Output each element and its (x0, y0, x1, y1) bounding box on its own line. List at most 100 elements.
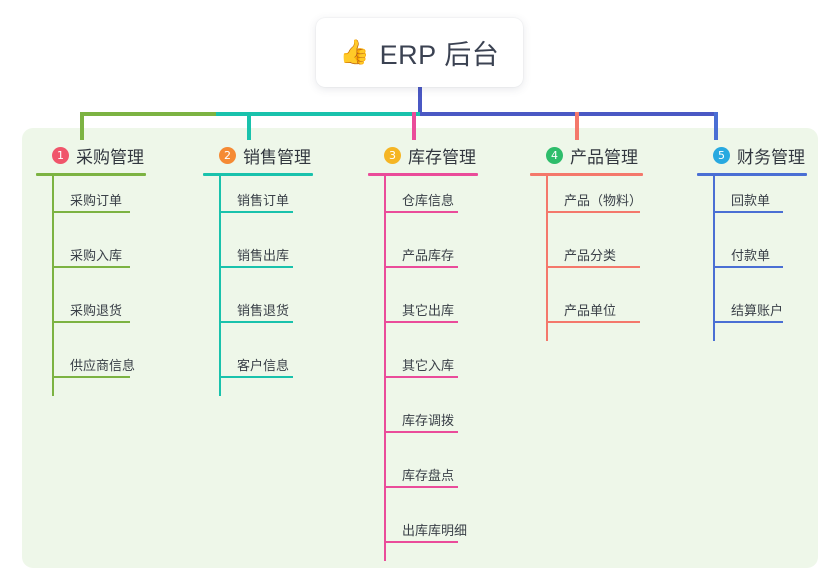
list-item-label: 客户信息 (237, 358, 290, 373)
list-item-underline (384, 541, 458, 543)
column-items: 仓库信息产品库存其它出库其它入库库存调拨库存盘点出库库明细 (368, 176, 528, 561)
list-item[interactable]: 采购退货 (36, 286, 186, 341)
list-item-label: 供应商信息 (70, 358, 136, 373)
list-item-label: 采购退货 (70, 303, 123, 318)
column-title: 库存管理 (408, 147, 476, 167)
root-node-card[interactable]: 👍 ERP 后台 (316, 18, 523, 87)
list-item[interactable]: 采购订单 (36, 176, 186, 231)
list-item-underline (384, 266, 458, 268)
column-rule (530, 173, 643, 176)
list-item[interactable]: 销售订单 (203, 176, 353, 231)
list-item[interactable]: 供应商信息 (36, 341, 186, 396)
column-3: 3 库存管理仓库信息产品库存其它出库其它入库库存调拨库存盘点出库库明细 (368, 142, 528, 561)
column-title: 产品管理 (570, 147, 638, 167)
column-items: 回款单付款单结算账户 (697, 176, 827, 341)
list-item-underline (52, 266, 130, 268)
column-rule (36, 173, 146, 176)
purchase-drop (80, 112, 84, 140)
list-item-label: 付款单 (731, 248, 771, 263)
list-item-label: 结算账户 (731, 303, 784, 318)
sales-drop (247, 112, 251, 140)
list-item[interactable]: 产品（物料） (530, 176, 690, 231)
list-item[interactable]: 销售退货 (203, 286, 353, 341)
column-rule (368, 173, 478, 176)
number-badge-icon: 4 (546, 146, 563, 164)
column-header-4[interactable]: 4 产品管理 (530, 142, 690, 168)
list-item-label: 其它入库 (402, 358, 455, 373)
list-item[interactable]: 客户信息 (203, 341, 353, 396)
list-item-underline (219, 321, 293, 323)
column-title: 销售管理 (243, 147, 311, 167)
list-item[interactable]: 出库库明细 (368, 506, 528, 561)
column-5: 5 财务管理回款单付款单结算账户 (697, 142, 827, 341)
list-item-underline (713, 211, 783, 213)
list-item-underline (52, 211, 130, 213)
list-item[interactable]: 其它出库 (368, 286, 528, 341)
column-4: 4 产品管理产品（物料） 产品分类产品单位 (530, 142, 690, 341)
root-stem-connector (418, 84, 422, 115)
list-item-underline (384, 211, 458, 213)
stock-drop (412, 112, 416, 140)
list-item-label: 销售订单 (237, 193, 290, 208)
column-title: 财务管理 (737, 147, 805, 167)
number-badge-icon: 5 (713, 146, 730, 164)
list-item-underline (384, 376, 458, 378)
list-item-label: 采购订单 (70, 193, 123, 208)
list-item-label: 库存盘点 (402, 468, 455, 483)
list-item-underline (219, 266, 293, 268)
finance-bus (420, 112, 718, 116)
list-item-underline (546, 321, 640, 323)
finance-drop (714, 112, 718, 140)
list-item[interactable]: 产品分类 (530, 231, 690, 286)
column-rule (203, 173, 313, 176)
list-item[interactable]: 付款单 (697, 231, 827, 286)
column-2: 2 销售管理销售订单销售出库销售退货客户信息 (203, 142, 353, 396)
list-item-label: 产品库存 (402, 248, 455, 263)
list-item-label: 产品（物料） (564, 193, 643, 208)
list-item-underline (384, 321, 458, 323)
list-item[interactable]: 采购入库 (36, 231, 186, 286)
list-item-label: 库存调拨 (402, 413, 455, 428)
root-node-title: ERP 后台 (379, 40, 500, 70)
list-item-underline (713, 266, 783, 268)
list-item[interactable]: 库存盘点 (368, 451, 528, 506)
list-item-label: 回款单 (731, 193, 771, 208)
column-header-3[interactable]: 3 库存管理 (368, 142, 528, 168)
list-item-underline (219, 376, 293, 378)
thumbs-up-icon: 👍 (339, 38, 370, 66)
list-item[interactable]: 销售出库 (203, 231, 353, 286)
column-items: 产品（物料） 产品分类产品单位 (530, 176, 690, 341)
list-item-underline (546, 211, 640, 213)
list-item[interactable]: 仓库信息 (368, 176, 528, 231)
list-item[interactable]: 产品单位 (530, 286, 690, 341)
column-title: 采购管理 (76, 147, 144, 167)
list-item-label: 仓库信息 (402, 193, 455, 208)
product-drop (575, 112, 579, 140)
list-item-label: 销售出库 (237, 248, 290, 263)
column-spine (219, 176, 221, 396)
list-item[interactable]: 库存调拨 (368, 396, 528, 451)
column-header-2[interactable]: 2 销售管理 (203, 142, 353, 168)
list-item-label: 出库库明细 (402, 523, 468, 538)
list-item[interactable]: 产品库存 (368, 231, 528, 286)
column-spine (713, 176, 715, 341)
column-header-5[interactable]: 5 财务管理 (697, 142, 827, 168)
list-item-underline (52, 376, 130, 378)
column-spine (384, 176, 386, 561)
number-badge-icon: 3 (384, 146, 401, 164)
number-badge-icon: 2 (219, 146, 236, 164)
list-item-label: 采购入库 (70, 248, 123, 263)
column-items: 销售订单销售出库销售退货客户信息 (203, 176, 353, 396)
purchase-bus (80, 112, 216, 116)
list-item[interactable]: 其它入库 (368, 341, 528, 396)
list-item-label: 其它出库 (402, 303, 455, 318)
column-spine (546, 176, 548, 341)
list-item[interactable]: 回款单 (697, 176, 827, 231)
column-spine (52, 176, 54, 396)
list-item[interactable]: 结算账户 (697, 286, 827, 341)
list-item-underline (713, 321, 783, 323)
list-item-underline (219, 211, 293, 213)
